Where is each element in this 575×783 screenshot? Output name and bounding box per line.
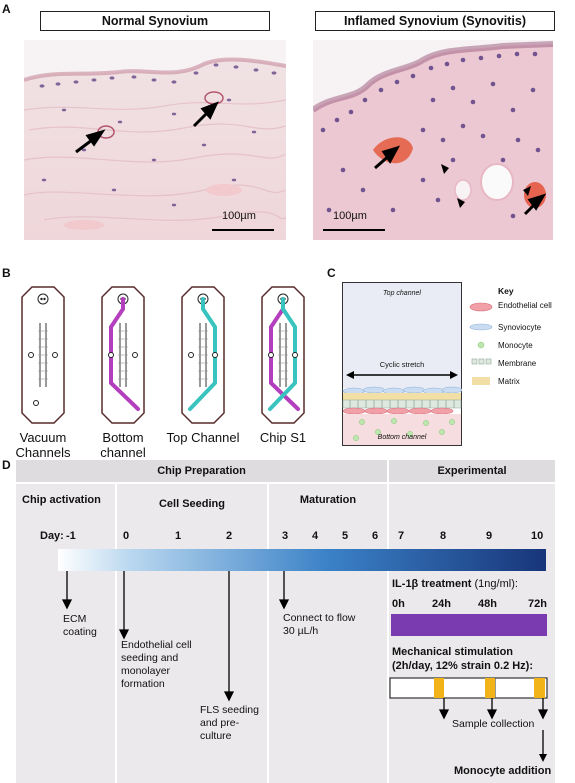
day-minus-1: -1 [66,530,76,542]
key-matrix: Matrix [498,377,520,386]
mechanical-stimulation-detail: (2h/day, 12% strain 0.2 Hz): [392,660,534,672]
day-5: 5 [342,530,349,542]
timeline-arrows [61,571,290,702]
panel-label-b: B [2,266,11,280]
synoviocyte-swatch [469,323,493,331]
day-9: 9 [486,530,493,542]
activation-column [16,484,115,783]
bottom-channel-label: Bottom channel [377,434,427,441]
chip-label-s1: Chip S1 [259,430,307,445]
chip-cross-section [342,282,462,446]
seeding-column [117,484,267,783]
il1b-hour-24: 24h [432,598,451,610]
inflamed-synovium-image [313,40,553,240]
event-connect-flow: Connect to flow 30 µL/h [283,612,356,637]
il1b-hour-72: 72h [528,598,547,610]
inflamed-synovium-title: Inflamed Synovium (Synovitis) [315,11,555,31]
normal-synovium-image [24,40,286,240]
inflamed-scale-bar-label: 100µm [333,210,367,222]
event-fls-seeding: FLS seeding and pre-culture [200,704,259,742]
stim-block-day10 [534,678,545,698]
event-ecm-coating: ECM coating [63,613,97,638]
day-8: 8 [440,530,447,542]
experimental-header-band [389,460,555,482]
phase-maturation: Maturation [299,494,357,506]
day-0: 0 [123,530,130,542]
day-3: 3 [282,530,289,542]
matrix-swatch [472,377,490,385]
cyclic-stretch-label: Cyclic stretch [379,360,425,369]
chip-diagrams [21,286,305,424]
endothelial-swatch [469,302,493,312]
phase-chip-activation: Chip activation [22,494,101,506]
day-label: Day: [40,530,64,542]
day-1: 1 [175,530,182,542]
il1b-treatment-bar [391,614,547,636]
maturation-column [269,484,387,783]
day-6: 6 [372,530,379,542]
mechanical-stimulation-bar [389,677,549,720]
phase-cell-seeding: Cell Seeding [158,498,226,510]
key-title: Key [498,286,514,296]
il1b-hour-48: 48h [478,598,497,610]
mechanical-stimulation-title: Mechanical stimulation [392,646,514,658]
day-2: 2 [226,530,233,542]
stim-block-day9 [485,678,495,698]
chip-label-top: Top Channel [166,430,240,445]
key-endothelial: Endothelial cell [498,301,552,310]
chip-label-bottom: Bottom channel [100,430,146,460]
key-monocyte: Monocyte [498,341,533,350]
membrane-swatch [471,358,492,365]
chip-preparation-header: Chip Preparation [157,465,246,477]
day-10: 10 [531,530,544,542]
key-membrane: Membrane [498,359,537,368]
sample-collection-label: Sample collection [452,718,535,730]
top-channel-label: Top channel [383,290,421,297]
monocyte-arrow [539,730,547,762]
il1b-hour-0: 0h [392,598,405,610]
il1b-treatment-title: IL-1β treatment (1ng/ml): [392,578,518,590]
event-endothelial-seeding: Endothelial cell seeding and monolayer f… [121,639,192,690]
panel-label-c: C [327,266,336,280]
key-synoviocyte: Synoviocyte [498,323,542,332]
panel-label-a: A [2,2,11,16]
monocyte-swatch [477,341,485,349]
panel-label-d: D [2,458,11,472]
day-7: 7 [398,530,405,542]
monocyte-addition-label: Monocyte addition [454,765,552,777]
normal-scale-bar-label: 100µm [222,210,256,222]
day-4: 4 [312,530,319,542]
experimental-header: Experimental [437,465,507,477]
stim-block-day8 [434,678,444,698]
chip-label-vacuum: Vacuum Channels [15,430,71,460]
chip-prep-header-band [16,460,387,482]
key-swatches [469,302,493,385]
normal-synovium-title: Normal Synovium [40,11,270,31]
timeline-bar [58,549,546,571]
